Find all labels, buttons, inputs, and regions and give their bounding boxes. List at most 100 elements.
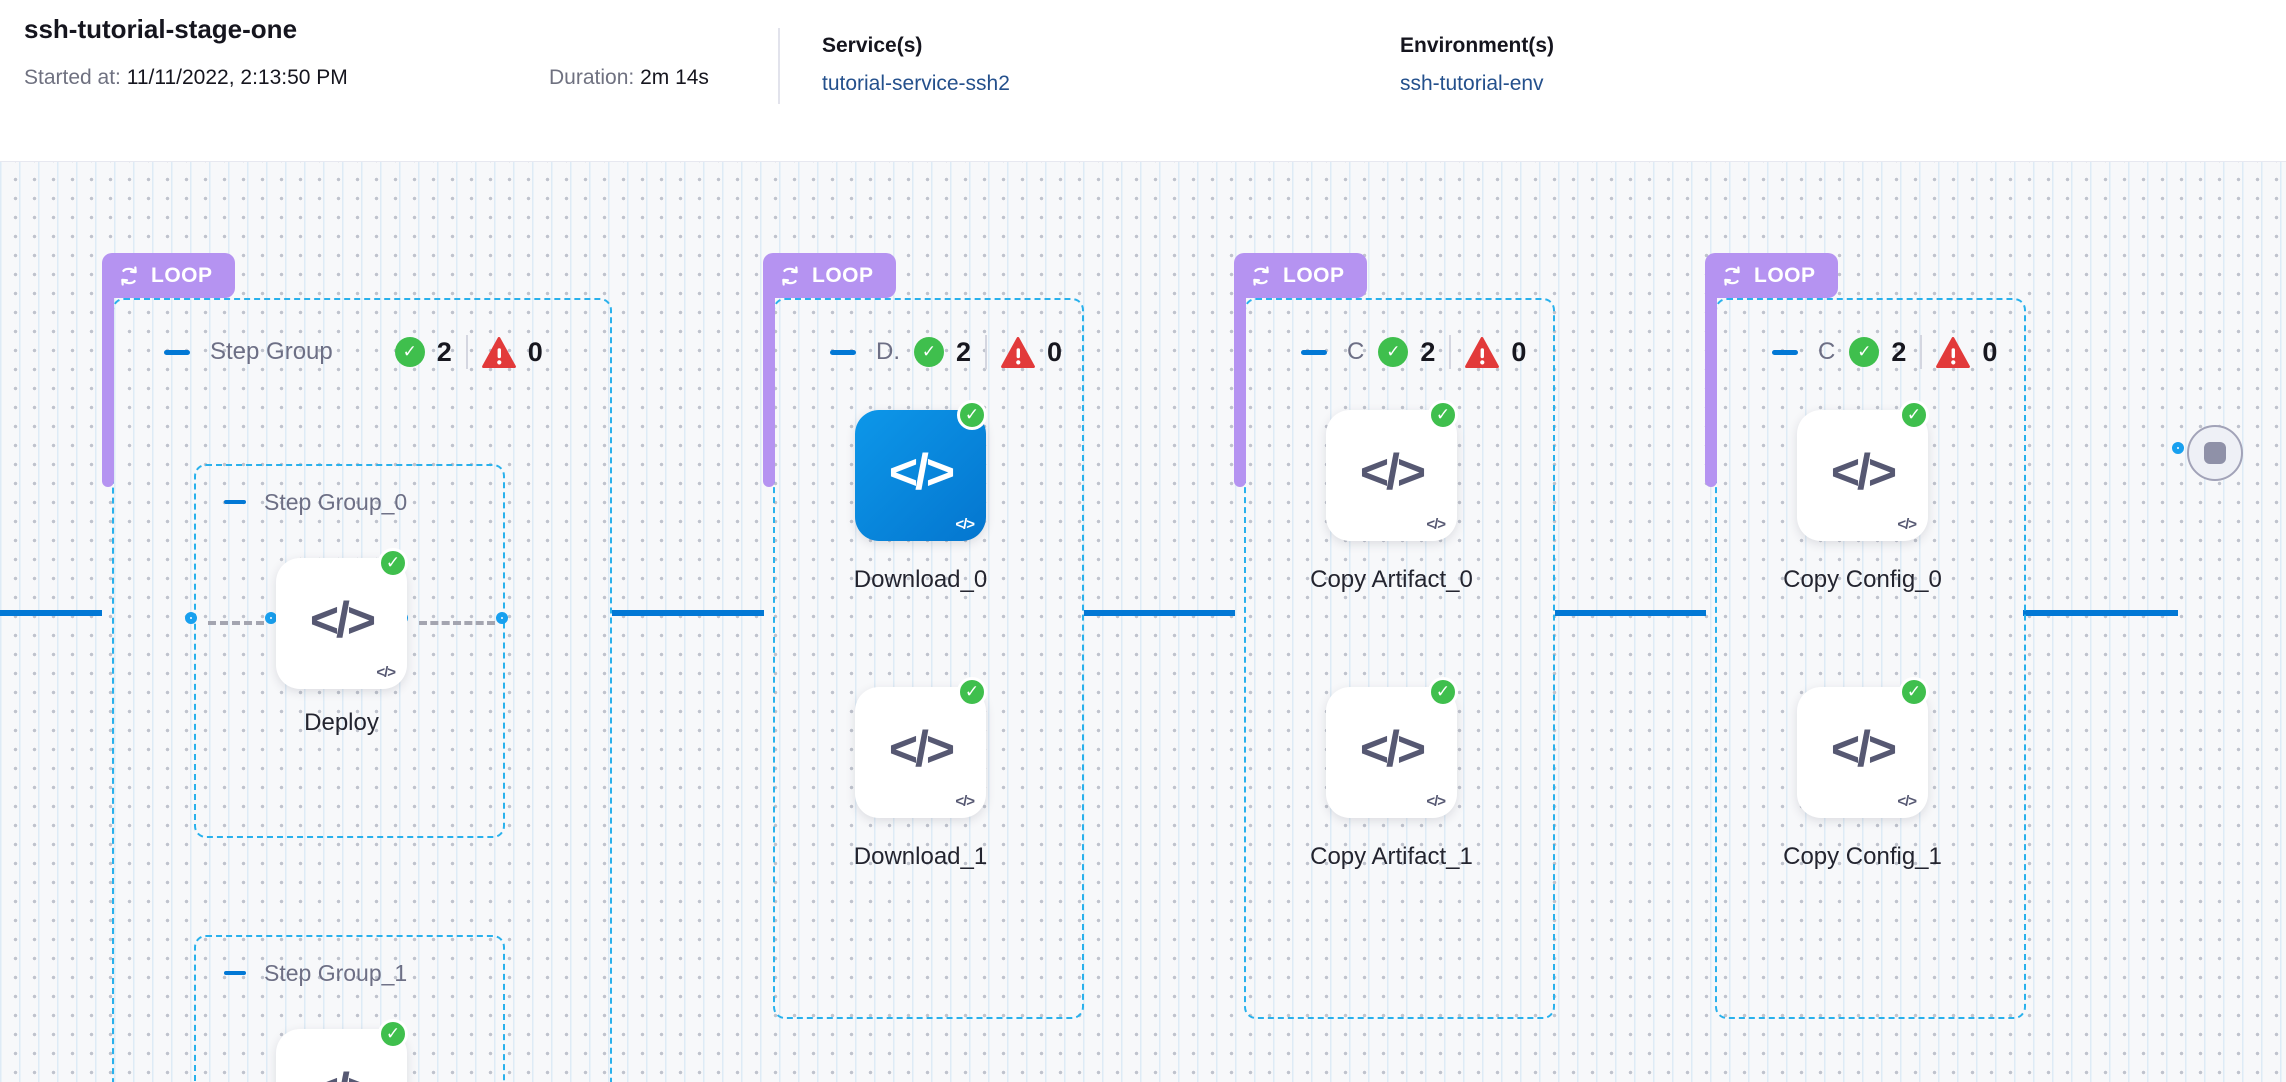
group-label: Step Group [210, 338, 333, 365]
step-label: Deploy [304, 709, 379, 736]
badge-divider [465, 335, 468, 369]
started-at-value: 11/11/2022, 2:13:50 PM [126, 66, 348, 89]
group-status-badges: ✓ 2 0 [914, 335, 1062, 369]
step-success-icon: ✓ [957, 400, 987, 430]
loop-badge[interactable]: LOOP [1705, 253, 1838, 298]
check-icon: ✓ [914, 337, 944, 367]
loop-badge-label: LOOP [1283, 263, 1345, 287]
group-status-badges: ✓ 2 0 [394, 335, 543, 369]
step-success-icon: ✓ [1428, 677, 1458, 707]
duration-value: 2m 14s [640, 66, 709, 89]
collapse-minus-icon[interactable] [1301, 349, 1327, 355]
loop-badge[interactable]: LOOP [763, 253, 896, 298]
stop-icon [2204, 442, 2226, 464]
loop-strip [102, 298, 114, 487]
code-mini-icon: </> [1897, 516, 1917, 533]
check-icon: ✓ [1849, 337, 1880, 367]
loop-group-copy-artifact: LOOP C ✓ 2 0 [1234, 253, 1555, 1019]
loop-group-step-group: LOOP Step Group ✓ 2 0 [102, 253, 612, 1082]
services-label: Service(s) [822, 34, 923, 57]
step-connector-dashed [419, 621, 495, 625]
code-mini-icon: </> [1426, 793, 1446, 810]
code-icon: </> [888, 720, 955, 777]
group-header: C ✓ 2 0 [1772, 332, 1997, 372]
step-copy-config-0[interactable]: </> </> ✓ [1797, 400, 1929, 541]
duration: Duration: 2m 14s [549, 66, 709, 90]
group-status-badges: ✓ 2 0 [1378, 335, 1526, 369]
step-copy-artifact-0[interactable]: </> </> ✓ [1326, 400, 1458, 541]
code-mini-icon: </> [955, 793, 975, 810]
stage-title: ssh-tutorial-stage-one [24, 14, 298, 44]
subgroup-label: Step Group_0 [264, 488, 408, 515]
step-copy-artifact-1[interactable]: </> </> ✓ [1326, 677, 1458, 818]
failed-count: 0 [1982, 336, 1998, 367]
code-mini-icon: </> [955, 516, 975, 533]
subgroup-label: Step Group_1 [264, 959, 408, 986]
group-label: C [1347, 338, 1365, 365]
step-label: Copy Config_0 [1783, 566, 1942, 593]
header-divider [778, 28, 780, 104]
subgroup-step-group-1: Step Group_1 </> </> ✓ [194, 935, 505, 1082]
check-icon: ✓ [1378, 337, 1409, 367]
collapse-minus-icon[interactable] [164, 349, 190, 355]
warning-icon [1001, 336, 1035, 368]
step-success-icon: ✓ [957, 677, 987, 707]
step-connector-dashed [208, 621, 264, 625]
subgroup-header: Step Group_0 [224, 484, 407, 520]
loop-group-copy-config: LOOP C ✓ 2 0 [1705, 253, 2026, 1019]
collapse-minus-icon[interactable] [1772, 349, 1798, 355]
code-icon: </> [1830, 720, 1897, 777]
environments-block: Environment(s) ssh-tutorial-env [1400, 34, 1554, 96]
success-count: 2 [1891, 336, 1907, 367]
success-count: 2 [436, 336, 452, 367]
code-icon: </> [888, 443, 955, 500]
code-icon: </> [1359, 443, 1426, 500]
group-header: C ✓ 2 0 [1301, 332, 1526, 372]
collapse-minus-icon[interactable] [830, 349, 856, 355]
stage-header: ssh-tutorial-stage-one Started at: 11/11… [0, 0, 2286, 162]
code-mini-icon: </> [1426, 516, 1446, 533]
code-icon: </> [309, 591, 376, 648]
code-icon: </> [1830, 443, 1897, 500]
step-label: Copy Artifact_1 [1310, 843, 1473, 870]
collapse-minus-icon[interactable] [224, 500, 246, 504]
step-success-icon: ✓ [378, 548, 408, 578]
connector-dot[interactable] [496, 612, 508, 624]
loop-badge[interactable]: LOOP [1234, 253, 1367, 298]
step-success-icon: ✓ [1899, 677, 1929, 707]
connector-dot[interactable] [185, 612, 197, 624]
code-mini-icon: </> [376, 664, 396, 681]
environments-label: Environment(s) [1400, 34, 1555, 57]
loop-strip [1705, 298, 1717, 487]
step-label: Download_1 [853, 843, 988, 870]
pipeline-connector-line [612, 610, 764, 616]
loop-badge[interactable]: LOOP [102, 253, 235, 298]
connector-dot[interactable] [265, 612, 277, 624]
pipeline-connector-line [1084, 610, 1235, 616]
step-download-1[interactable]: </> </> ✓ [855, 677, 987, 818]
service-link[interactable]: tutorial-service-ssh2 [822, 72, 1010, 95]
services-block: Service(s) tutorial-service-ssh2 [822, 34, 1010, 96]
failed-count: 0 [1511, 336, 1527, 367]
step-label: Download_0 [853, 566, 988, 593]
environment-link[interactable]: ssh-tutorial-env [1400, 72, 1544, 95]
pipeline-canvas[interactable]: LOOP Step Group ✓ 2 0 [0, 162, 2286, 1082]
pipeline-connector-line [1555, 610, 1706, 616]
loop-icon [782, 265, 798, 286]
loop-icon [1253, 265, 1269, 286]
loop-strip [1234, 298, 1246, 487]
step-deploy[interactable]: </> </> ✓ [276, 548, 408, 689]
badge-divider [1449, 335, 1452, 369]
duration-label: Duration: [549, 66, 635, 89]
group-label: C [1818, 338, 1836, 365]
step-copy-config-1[interactable]: </> </> ✓ [1797, 677, 1929, 818]
step-success-icon: ✓ [1899, 400, 1929, 430]
step-partial[interactable]: </> </> ✓ [276, 1019, 408, 1082]
check-icon: ✓ [394, 337, 425, 367]
loop-icon [121, 265, 137, 286]
started-at-label: Started at: [24, 66, 121, 89]
step-download-0[interactable]: </> </> ✓ [855, 400, 987, 541]
collapse-minus-icon[interactable] [224, 971, 246, 975]
warning-icon [1936, 336, 1971, 368]
